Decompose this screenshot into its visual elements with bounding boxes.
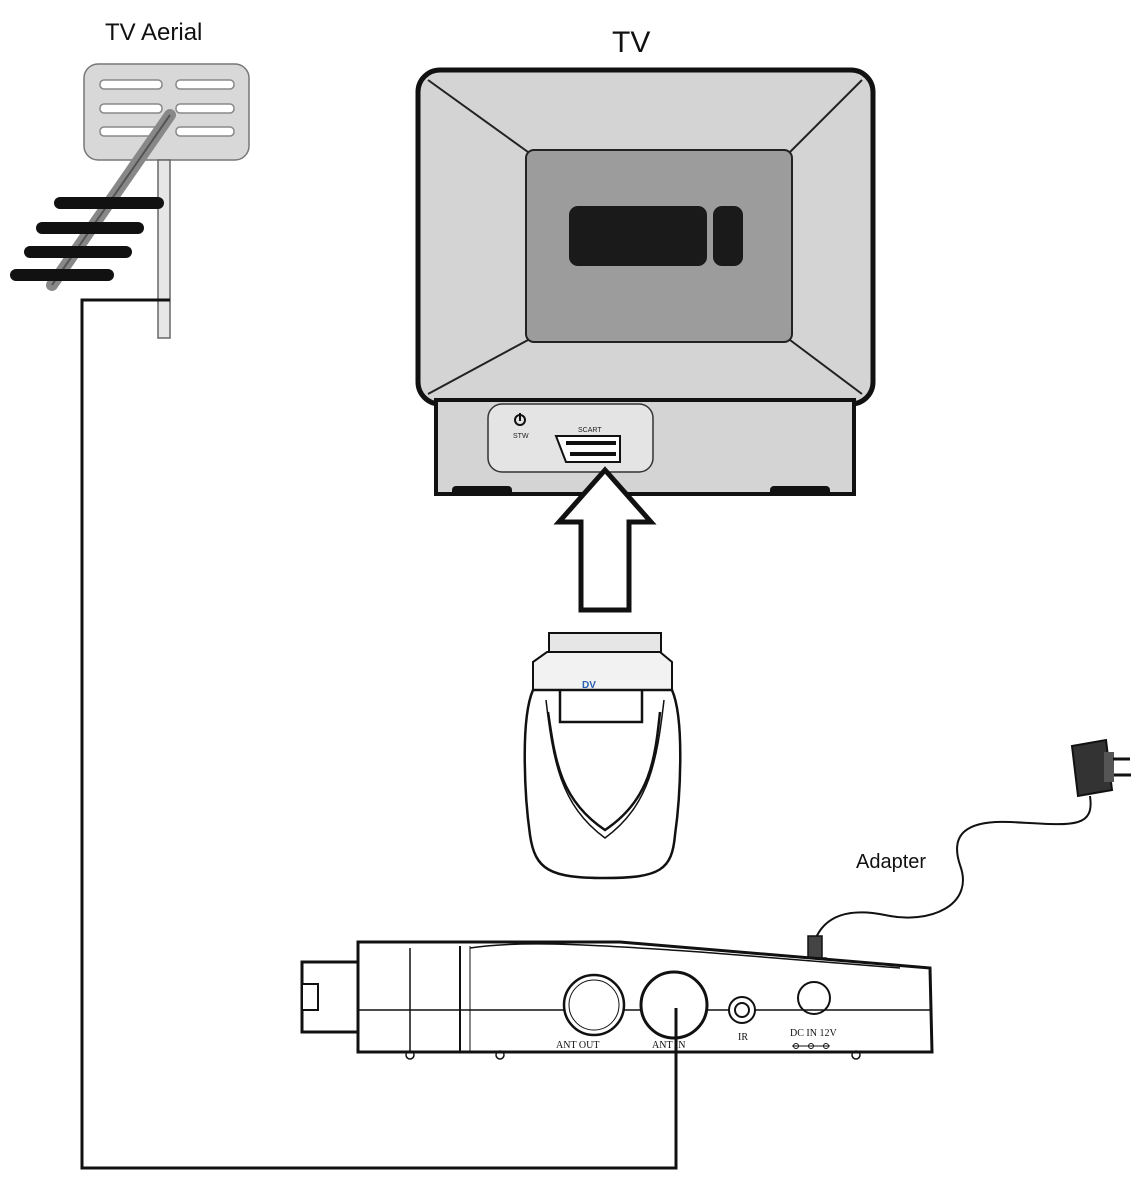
dc-in-port xyxy=(797,981,831,1015)
receiver-box: ANT OUT ANT IN IR DC IN 12V xyxy=(300,940,934,1060)
scart-label: SCART xyxy=(578,427,602,434)
scart-socket xyxy=(554,435,621,463)
aerial-mast xyxy=(157,159,171,339)
tv-aerial: TV Aerial xyxy=(10,19,250,339)
ir-port xyxy=(728,996,756,1024)
adapter-plug-icon xyxy=(1070,738,1114,798)
ir-label: IR xyxy=(738,1032,748,1043)
ant-in-label: ANT IN xyxy=(652,1040,685,1051)
svg-text:DV: DV xyxy=(582,680,596,691)
television: TV STW SCART xyxy=(415,26,876,496)
insert-arrow-icon xyxy=(553,466,657,613)
tv-label: TV xyxy=(612,26,650,59)
aerial-cable xyxy=(80,298,678,1170)
ant-out-port xyxy=(562,973,626,1037)
ant-in-port xyxy=(639,970,709,1040)
power-label: STW xyxy=(513,433,529,440)
ant-out-label: ANT OUT xyxy=(556,1040,599,1051)
adapter-label: Adapter xyxy=(856,851,926,873)
dc-in-label: DC IN 12V xyxy=(790,1028,837,1039)
power-adapter: Adapter xyxy=(803,738,1131,997)
aerial-label: TV Aerial xyxy=(105,19,202,46)
scart-receiver: DV xyxy=(523,632,682,880)
